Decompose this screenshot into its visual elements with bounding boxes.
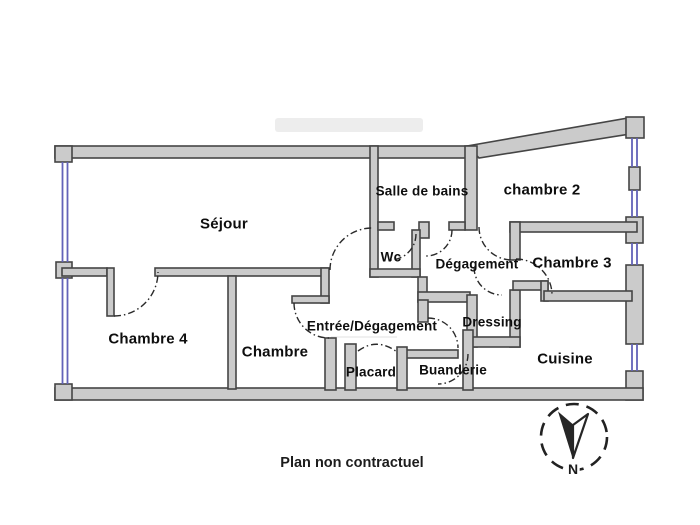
door-arc-chambre2 (478, 226, 513, 261)
wall-sejour-divider-a (61, 267, 108, 277)
wall-laundry-top (404, 349, 459, 359)
door-arc-chambre3 (515, 258, 553, 296)
room-label-degagement: Dégagement (435, 256, 519, 272)
wall-dressing-bottom (466, 336, 521, 348)
wall-ch3-top (509, 221, 638, 233)
wall-sejour-divider-b (154, 267, 329, 277)
wall-corner-ne (625, 116, 645, 139)
compass-needle-dark (558, 411, 574, 459)
door-arc-sejour (329, 227, 373, 271)
door-arcs (113, 226, 553, 385)
wall-pier-right-3 (625, 264, 644, 345)
wall-wc-bottom (369, 268, 421, 278)
door-arc-dressing (473, 266, 503, 296)
door-arc-chambre4 (113, 271, 159, 317)
room-label-buanderie: Buanderie (419, 362, 487, 378)
wall-top (54, 145, 473, 159)
compass-north-label: N (568, 461, 578, 477)
wall-diagonal (465, 117, 645, 159)
wall-corner-nw (54, 145, 73, 163)
wall-pier-right-1 (628, 166, 641, 191)
watermark-smudge (275, 118, 423, 132)
door-arc-bath (425, 229, 453, 257)
room-label-chambre: Chambre (241, 343, 309, 361)
door-arc-laundry (437, 353, 469, 385)
room-label-placard: Placard (345, 364, 397, 380)
wall-hall-stub (417, 299, 429, 323)
wall-kitchen-top (543, 290, 633, 302)
room-label-entree-degagement: Entrée/Dégagement (306, 318, 438, 334)
room-label-salle-de-bains: Salle de bains (375, 183, 469, 199)
wall-ch4-ch-divider (227, 275, 237, 390)
compass: N (539, 402, 609, 480)
compass-circle (539, 402, 609, 472)
door-arc-hall (427, 317, 459, 349)
room-label-wc: Wc (380, 249, 402, 265)
room-label-chambre-4: Chambre 4 (108, 330, 188, 348)
room-label-cuisine: Cuisine (537, 350, 593, 368)
wall-ch3-left-up (509, 221, 521, 261)
room-label-sejour: Séjour (200, 215, 248, 233)
windows (61, 138, 638, 384)
wall-wc-top (377, 221, 395, 231)
wall-recess-h (291, 295, 330, 304)
walls (54, 116, 645, 401)
wall-ch4-door-stub (106, 267, 115, 317)
door-arc-closet (357, 343, 398, 353)
disclaimer-text: Plan non contractuel (280, 455, 424, 471)
wall-closet-2 (344, 343, 357, 391)
room-label-dressing: Dressing (462, 314, 522, 330)
wall-bath-bottom (448, 221, 466, 231)
wall-closet-1 (324, 337, 337, 391)
wall-laundry-left (396, 346, 408, 391)
compass-needle-light (571, 412, 590, 460)
wall-bath-right (464, 145, 478, 231)
wall-bath-left (369, 145, 379, 278)
wall-corner-sw (54, 383, 73, 401)
room-label-chambre-2: chambre 2 (503, 181, 581, 199)
room-label-chambre-3: Chambre 3 (532, 254, 612, 272)
door-arc-wc (389, 233, 417, 261)
door-arc-chambre (293, 302, 330, 339)
